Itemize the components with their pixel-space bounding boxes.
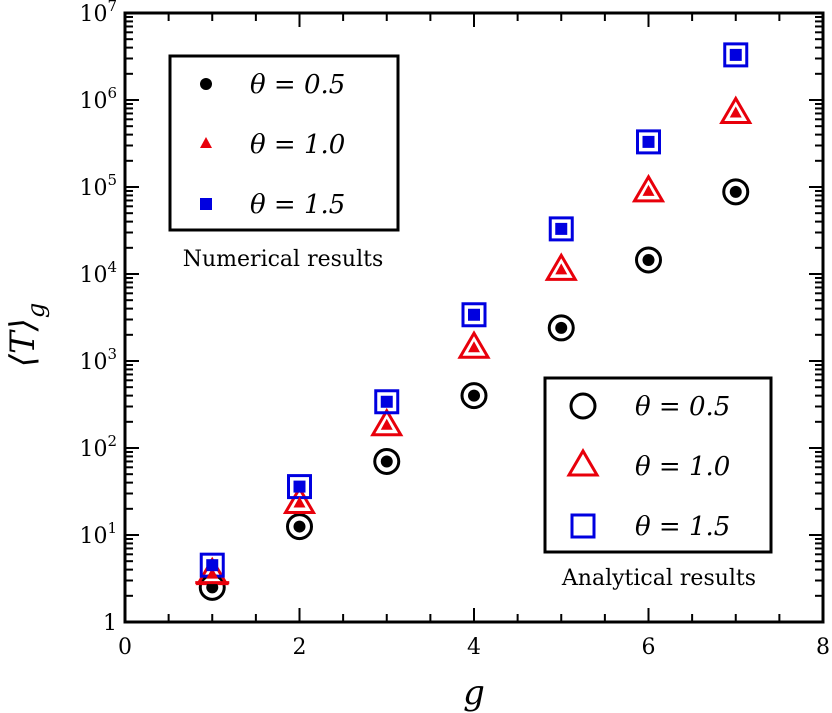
tick-labels: 0 2 4 6 8 1 101 102 103 104 105 106 107 (79, 0, 830, 660)
legend-label: θ = 0.5 (635, 392, 730, 422)
y-tick-label: 102 (79, 432, 117, 462)
legend-label: θ = 1.5 (635, 512, 730, 542)
data-point (555, 263, 568, 275)
numerical-legend-title: Numerical results (183, 247, 383, 272)
x-tick-label: 6 (642, 635, 656, 660)
y-tick-label: 106 (79, 84, 117, 114)
data-point (719, 95, 753, 124)
data-point (461, 302, 487, 328)
data-point (642, 135, 655, 148)
legend-marker (570, 513, 596, 539)
data-point (460, 382, 488, 410)
data-point (636, 129, 661, 155)
data-point (293, 520, 306, 533)
x-axis-label: g (463, 673, 485, 713)
legend-label: θ = 0.5 (250, 70, 345, 100)
data-point (468, 389, 480, 402)
data-point (286, 513, 313, 541)
numerical-legend: θ = 0.5 θ = 1.0 θ = 1.5 (168, 54, 400, 232)
y-tick-label: 105 (79, 171, 117, 201)
data-point (722, 178, 750, 206)
data-point (723, 42, 749, 68)
data-point (548, 216, 574, 242)
data-point (206, 581, 219, 594)
legend-marker (200, 78, 212, 90)
data-point (374, 389, 400, 415)
y-tick-label: 101 (79, 519, 117, 549)
data-point (468, 341, 480, 353)
data-point (631, 173, 666, 203)
data-point (555, 222, 568, 235)
legend-marker (200, 137, 212, 148)
data-marks (195, 42, 753, 601)
y-tick-label: 104 (79, 258, 117, 288)
analytical-legend-box (543, 376, 773, 554)
legend-marker (566, 448, 600, 477)
data-point (468, 308, 480, 321)
y-tick-label: 107 (79, 0, 117, 27)
legend-marker (200, 198, 212, 210)
axis-ticks (124, 13, 824, 623)
analytical-legend: θ = 0.5 θ = 1.0 θ = 1.5 (543, 376, 773, 554)
x-tick-label: 0 (118, 635, 132, 660)
x-tick-label: 2 (293, 635, 307, 660)
data-point (206, 567, 219, 579)
data-point (729, 48, 742, 61)
data-point (729, 106, 742, 118)
data-point (380, 418, 393, 430)
data-point (282, 485, 317, 515)
legend-marker (569, 392, 597, 420)
legend-label: θ = 1.0 (250, 130, 345, 160)
data-point (729, 185, 742, 198)
y-tick-label: 103 (79, 345, 117, 375)
data-point (642, 253, 655, 266)
x-tick-label: 4 (467, 635, 481, 660)
data-point (380, 395, 393, 408)
data-point (373, 447, 401, 475)
x-tick-label: 8 (816, 635, 830, 660)
data-point (293, 496, 306, 508)
data-point (380, 455, 393, 468)
data-point (293, 480, 306, 493)
y-tick-label: 1 (103, 611, 117, 636)
data-point (635, 246, 662, 274)
data-point (457, 330, 491, 359)
data-point (370, 407, 404, 437)
data-point (555, 321, 568, 334)
data-point (206, 559, 219, 572)
legend-label: θ = 1.0 (635, 452, 730, 482)
data-point (544, 252, 578, 281)
data-point (642, 184, 655, 196)
data-point (547, 314, 575, 342)
svg-text:⟨T⟩g: ⟨T⟩g (3, 303, 50, 368)
analytical-legend-title: Analytical results (561, 566, 756, 591)
legend-label: θ = 1.5 (250, 190, 345, 220)
y-axis-label: ⟨T⟩g (3, 303, 50, 368)
